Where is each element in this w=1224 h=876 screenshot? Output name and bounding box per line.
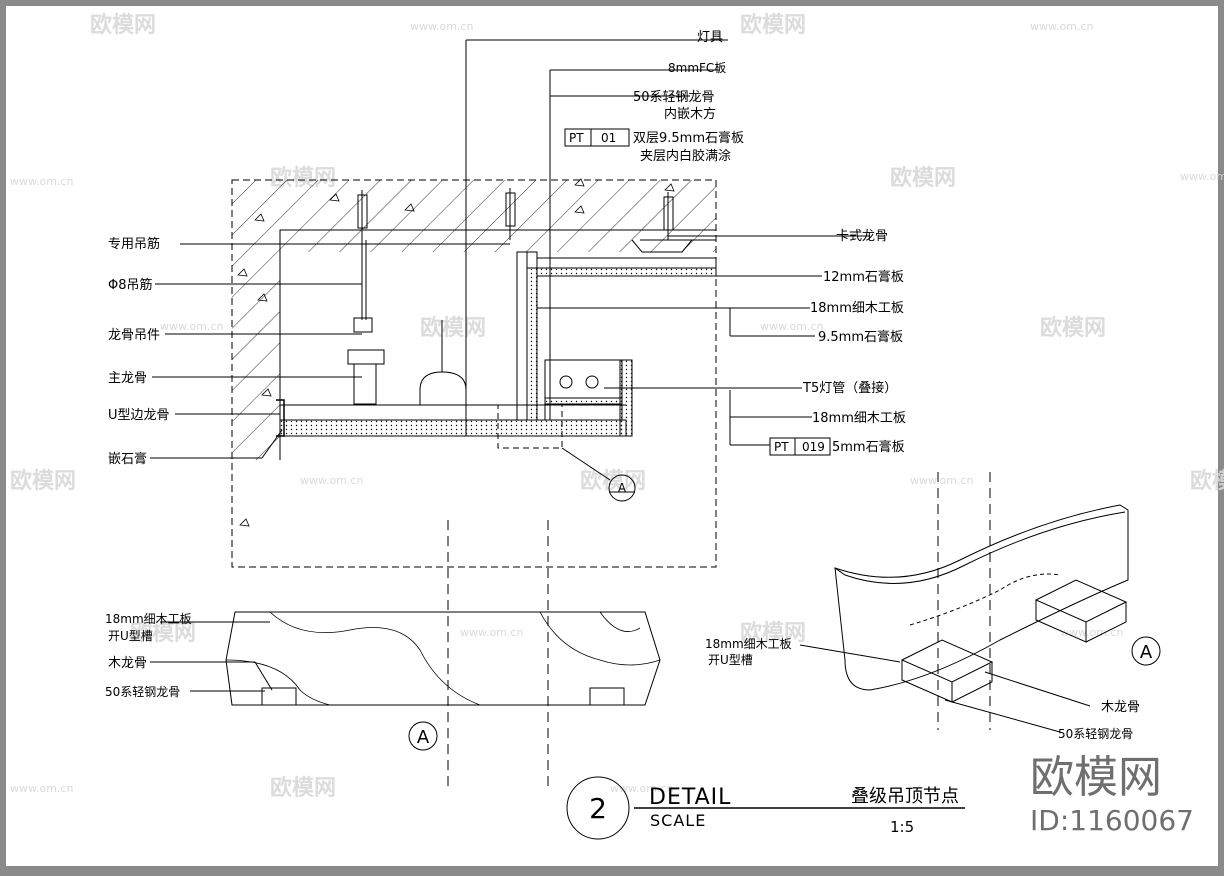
svg-text:www.om.cn: www.om.cn xyxy=(160,320,223,333)
section-a-label-2: 开U型槽 xyxy=(108,629,153,643)
svg-text:www.om.cn: www.om.cn xyxy=(610,782,673,795)
pt-code-1: 01 xyxy=(601,131,616,145)
brand-id: ID:1160067 xyxy=(1030,804,1194,837)
label-gypsum-12: 12mm石膏板 xyxy=(823,269,904,285)
callout-marker-label: A xyxy=(618,481,627,495)
label-phi8-rod: Φ8吊筋 xyxy=(108,277,153,293)
label-keel-hanger: 龙骨吊件 xyxy=(108,328,160,343)
section-a-label-1: 18mm细木工板 xyxy=(105,612,192,626)
main-keel xyxy=(353,363,377,405)
svg-text:www.om.cn: www.om.cn xyxy=(1060,626,1123,639)
card-keel xyxy=(631,239,693,253)
svg-text:欧模网: 欧模网 xyxy=(130,620,196,646)
svg-text:欧模网: 欧模网 xyxy=(580,468,646,494)
edge-keel xyxy=(276,399,285,437)
label-u-edge-keel: U型边龙骨 xyxy=(108,408,170,423)
pt-tag-1: PT xyxy=(569,131,584,145)
iso-a-label-1: 18mm细木工板 xyxy=(705,637,792,651)
label-blockboard-18b: 18mm细木工板 xyxy=(812,411,906,426)
ceiling-gypsum xyxy=(279,419,467,437)
label-double-gypsum-1: 双层9.5mm石膏板 xyxy=(633,130,744,146)
main-section xyxy=(231,178,717,790)
pt-tag-2: PT xyxy=(774,440,789,454)
section-a-label-4: 50系轻钢龙骨 xyxy=(105,685,180,699)
section-a-marker: A xyxy=(417,727,430,748)
pt-code-2: 019 xyxy=(802,440,825,454)
label-steel-keel-2: 内嵌木方 xyxy=(664,106,716,122)
concrete-slab xyxy=(232,180,716,460)
leaders-left xyxy=(150,243,510,459)
anchor-bolts xyxy=(357,188,674,240)
watermark-layer: 欧模网 www.om.cn 欧模网 www.om.cn 欧模网 www.om.c… xyxy=(10,12,1224,801)
svg-text:欧模网: 欧模网 xyxy=(270,775,336,801)
section-a xyxy=(150,611,661,751)
title-block xyxy=(566,776,965,840)
leaders-top xyxy=(465,39,728,420)
iso-a-label-2: 开U型槽 xyxy=(708,653,753,667)
callout-marker xyxy=(608,474,636,502)
iso-a-label-4: 50系轻钢龙骨 xyxy=(1058,727,1133,741)
svg-text:www.om.cn: www.om.cn xyxy=(10,782,73,795)
svg-text:欧模网: 欧模网 xyxy=(740,12,806,38)
brand-watermark: 欧模网 xyxy=(1030,752,1162,803)
scale-value: 1:5 xyxy=(890,818,914,836)
svg-text:www.om.cn: www.om.cn xyxy=(910,474,973,487)
label-card-keel: 卡式龙骨 xyxy=(836,229,888,244)
callout-box xyxy=(497,404,563,449)
label-steel-keel-1: 50系轻钢龙骨 xyxy=(633,90,715,105)
detail-number: 2 xyxy=(589,792,607,825)
detail-heading: DETAIL xyxy=(649,785,731,810)
svg-text:欧模网: 欧模网 xyxy=(90,12,156,38)
svg-text:欧模网: 欧模网 xyxy=(10,468,76,494)
iso-a-marker: A xyxy=(1140,642,1153,663)
label-main-keel: 主龙骨 xyxy=(108,371,147,386)
svg-text:www.om.cn: www.om.cn xyxy=(410,20,473,33)
iso-a-label-3: 木龙骨 xyxy=(1101,700,1140,715)
detail-title-cn: 叠级吊顶节点 xyxy=(851,786,959,807)
svg-text:欧模网: 欧模网 xyxy=(1190,468,1224,494)
label-inlay-gypsum: 嵌石膏 xyxy=(108,451,147,467)
svg-text:www.om.cn: www.om.cn xyxy=(760,320,823,333)
label-blockboard-18a: 18mm细木工板 xyxy=(810,301,904,316)
label-gypsum-5: 5mm石膏板 xyxy=(832,439,905,455)
keel-hanger xyxy=(353,317,373,333)
svg-text:欧模网: 欧模网 xyxy=(1040,315,1106,341)
svg-text:www.om.cn: www.om.cn xyxy=(460,626,523,639)
svg-text:www.om.cn: www.om.cn xyxy=(300,474,363,487)
svg-text:www.om.cn: www.om.cn xyxy=(1180,170,1224,183)
label-gypsum-95: 9.5mm石膏板 xyxy=(818,329,903,345)
label-special-hanger: 专用吊筋 xyxy=(108,236,160,252)
upper-gypsum xyxy=(536,267,717,277)
concrete-marks xyxy=(237,178,675,527)
slab-edge xyxy=(279,229,716,460)
svg-text:欧模网: 欧模网 xyxy=(890,165,956,191)
label-fc-board: 8mmFC板 xyxy=(668,61,726,75)
label-fixture: 灯具 xyxy=(697,30,723,45)
leaders-right xyxy=(537,235,870,456)
svg-text:www.om.cn: www.om.cn xyxy=(10,175,73,188)
label-double-gypsum-2: 夹层内白胶满涂 xyxy=(640,148,731,164)
svg-text:www.om.cn: www.om.cn xyxy=(1030,20,1093,33)
svg-text:欧模网: 欧模网 xyxy=(740,620,806,646)
iso-detail-a xyxy=(799,472,1161,733)
svg-text:欧模网: 欧模网 xyxy=(420,315,486,341)
section-a-label-3: 木龙骨 xyxy=(108,656,147,671)
scale-heading: SCALE xyxy=(650,811,706,830)
label-t5-tube: T5灯管（叠接） xyxy=(802,380,897,396)
